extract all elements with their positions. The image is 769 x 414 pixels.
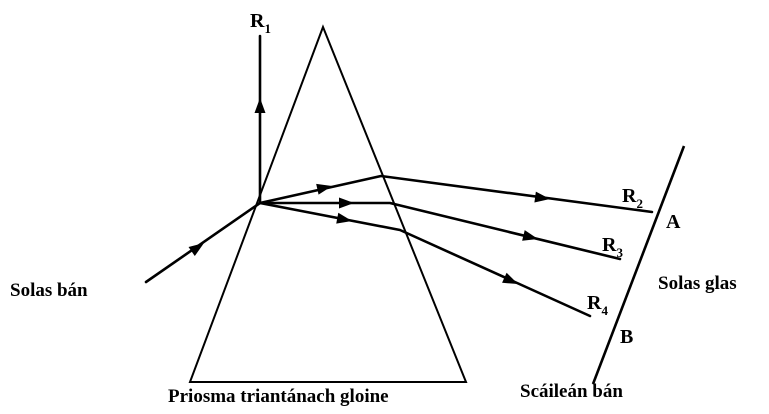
label-screen: Scáileán bán [520, 381, 623, 402]
label-emergent-light: Solas glas [658, 273, 737, 294]
label-r2: R2 [622, 185, 643, 211]
glass-prism [188, 24, 468, 383]
label-r3: R3 [602, 234, 623, 260]
ray-r1-arrow [254, 98, 266, 113]
label-r4: R4 [587, 292, 608, 318]
white-screen [591, 145, 686, 385]
label-r1: R1 [250, 10, 271, 36]
ray-r4 [258, 201, 592, 318]
ray-r3-arrow-outside [522, 230, 538, 241]
incident-ray [144, 201, 262, 284]
ray-r4-arrow-outside [502, 272, 518, 284]
ray-r2 [258, 174, 654, 214]
ray-r2-arrow-outside [534, 191, 550, 203]
label-point-a: A [666, 211, 681, 233]
ray-r2-arrow-inside [316, 183, 332, 195]
label-point-b: B [620, 326, 633, 348]
label-incident-light: Solas bán [10, 280, 88, 301]
ray-r3 [258, 201, 622, 261]
label-prism: Priosma triantánach gloine [168, 386, 389, 407]
incident-arrow [188, 243, 204, 257]
ray-r3-arrow-inside [339, 197, 354, 209]
ray-r4-arrow-inside [336, 212, 352, 224]
